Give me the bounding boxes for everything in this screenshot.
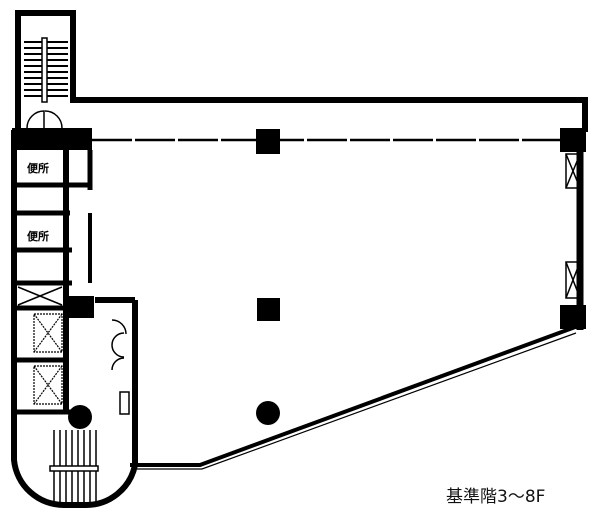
room-label-toilet: 便所 (27, 230, 49, 243)
column (256, 129, 280, 154)
shaft-icon (17, 286, 63, 306)
column (560, 305, 586, 329)
stair-tower-wall (15, 10, 588, 132)
elevator-icon (33, 313, 63, 405)
room-label-toilet: 便所 (27, 162, 49, 175)
lower-stairs (49, 430, 99, 502)
floor-label: 基準階3～8F (446, 487, 546, 507)
stair-handrail (41, 37, 48, 103)
double-door (26, 110, 63, 129)
round-column (256, 401, 280, 425)
column (257, 298, 280, 321)
column (560, 128, 586, 152)
right-shaft-icon (565, 153, 581, 299)
